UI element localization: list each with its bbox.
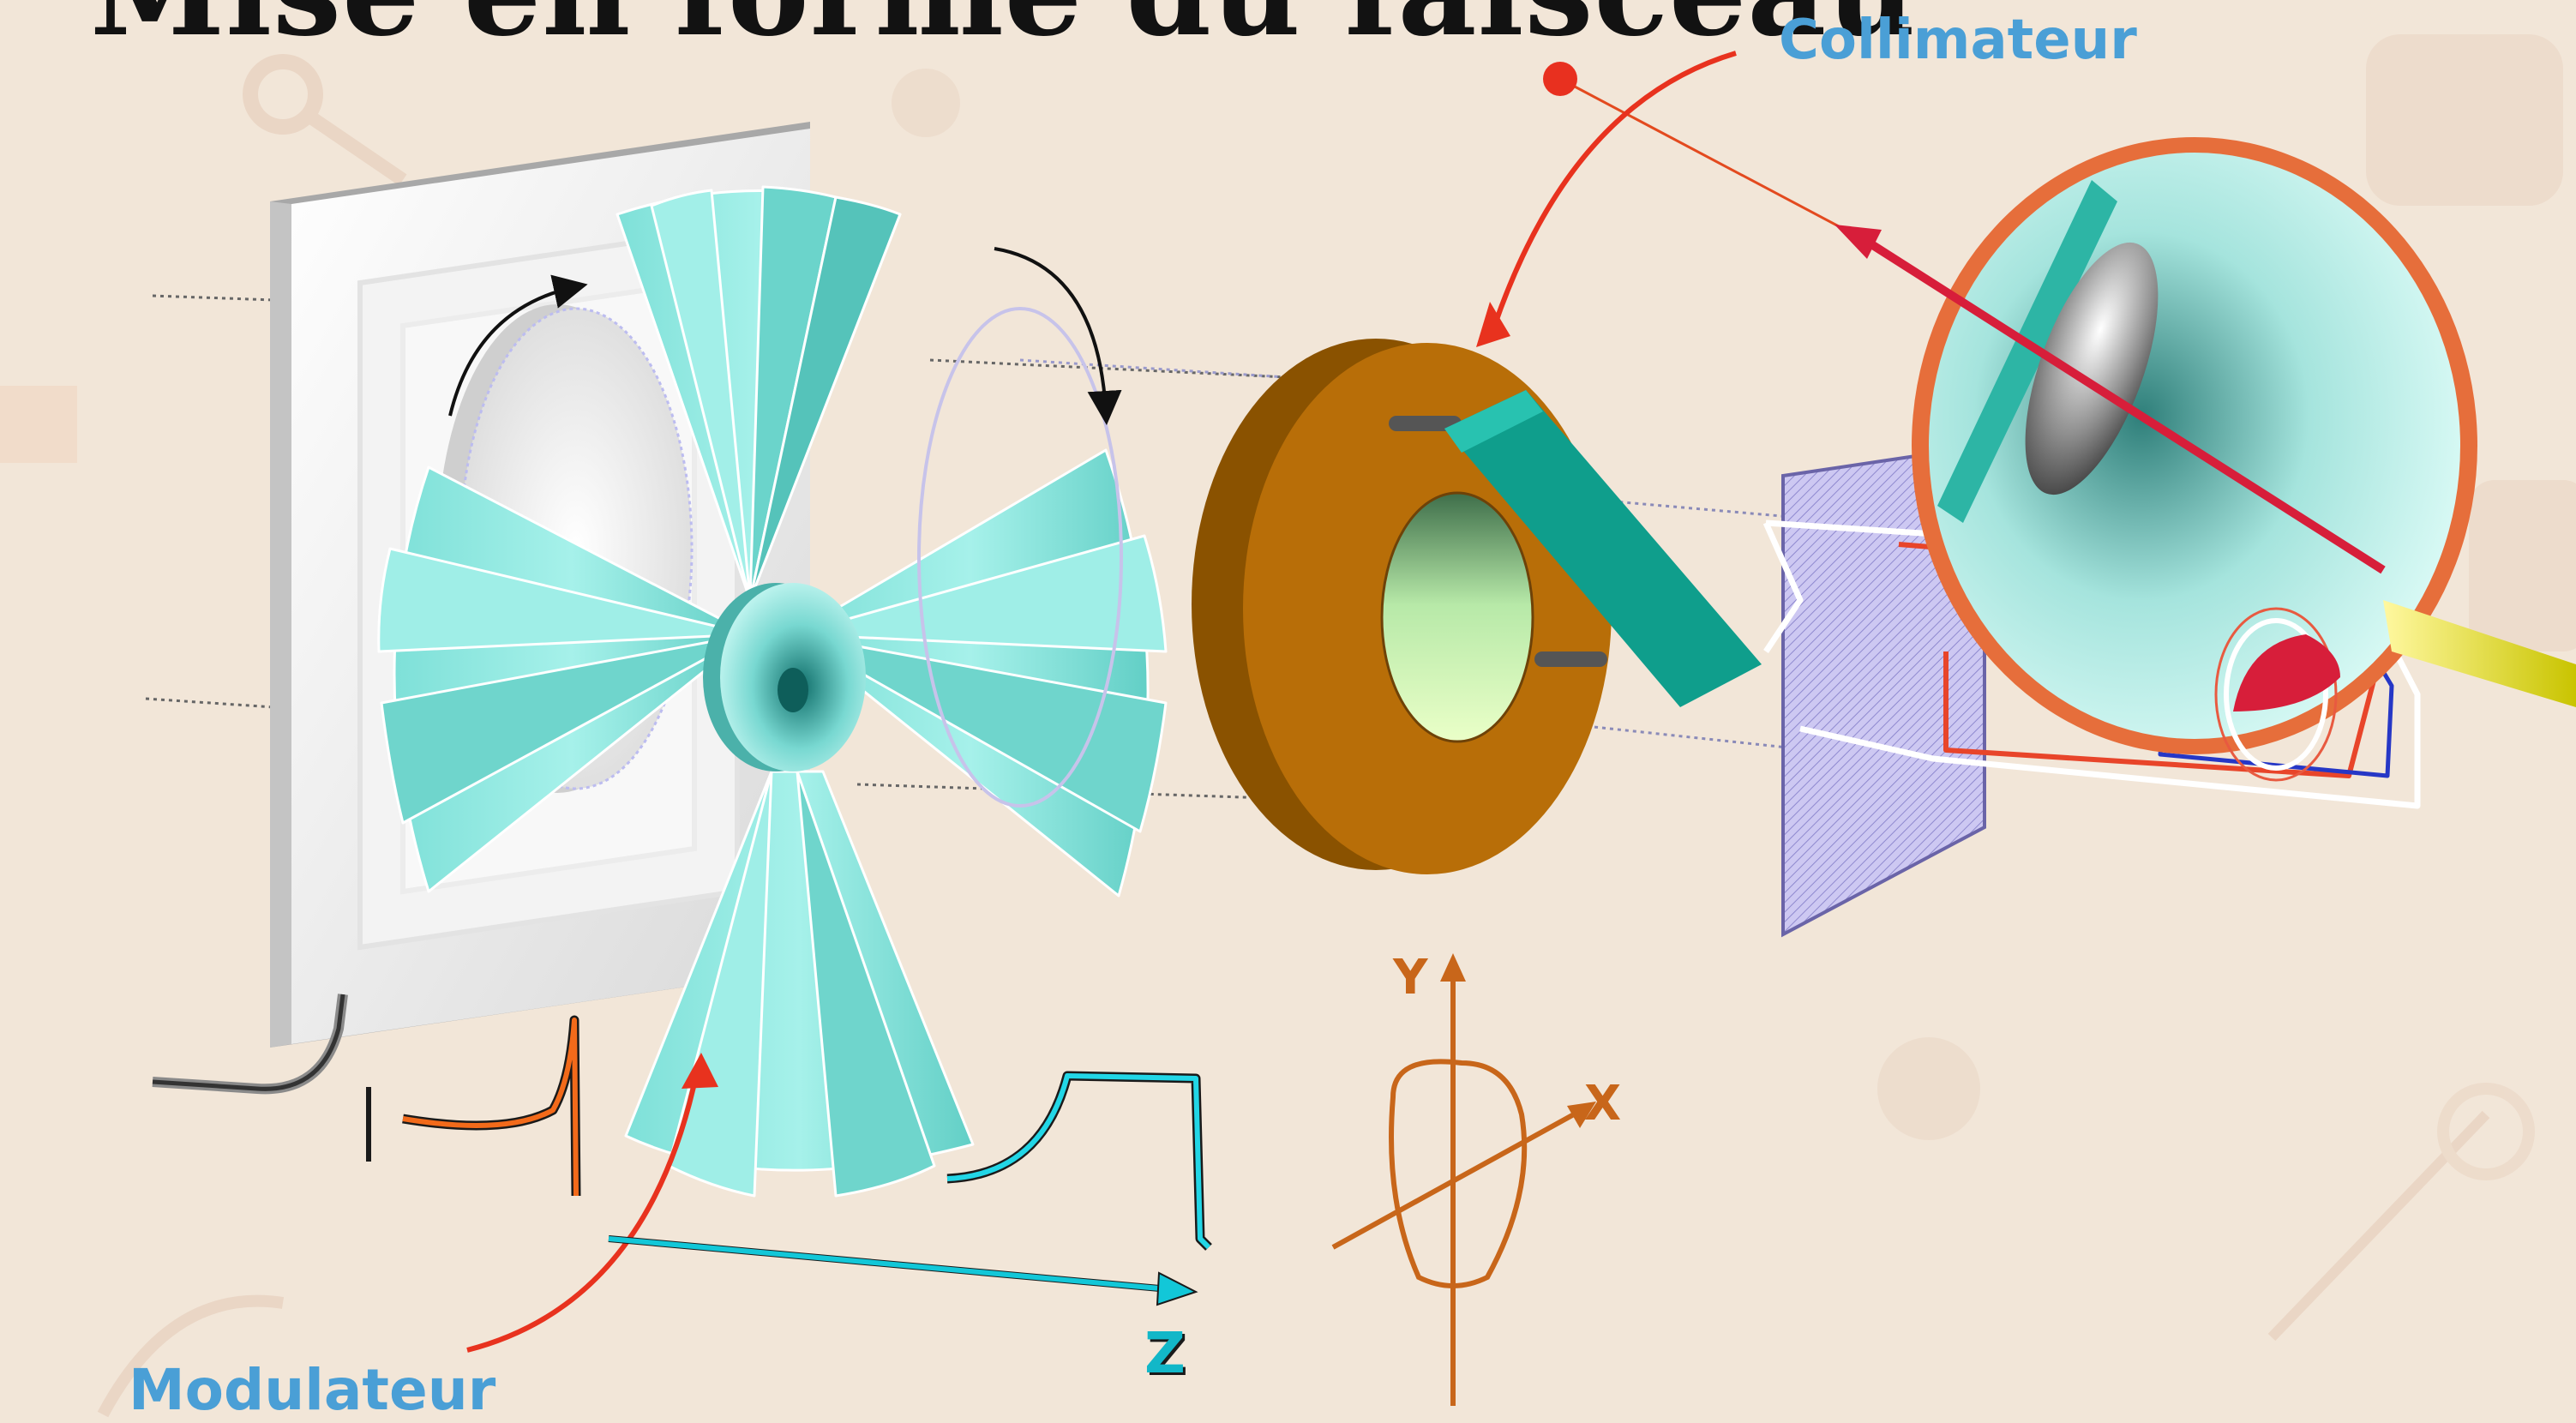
z-axis xyxy=(608,1235,1198,1306)
beam-guide-lines xyxy=(145,294,1861,806)
y-axis-label: Y xyxy=(1393,950,1428,1006)
z-axis-label: Z xyxy=(1144,1320,1186,1386)
collimator-pointer-head xyxy=(1476,302,1510,347)
range-modulator-wheel xyxy=(377,185,1168,1198)
background-decor xyxy=(0,34,2576,1418)
slide-title: Mise en forme du faisceau xyxy=(90,0,1917,63)
modulator-pointer-head xyxy=(682,1053,718,1089)
xy-axes xyxy=(1331,953,1596,1406)
collimator-disc xyxy=(1192,339,1762,874)
depth-dose-curves xyxy=(366,1015,1212,1251)
collimator-pointer-arrow xyxy=(1489,51,1737,335)
collimator-label: Collimateur xyxy=(1779,9,2137,72)
cable xyxy=(152,994,348,1095)
beam-envelope-ellipse xyxy=(917,247,1123,808)
modulator-pointer-arrow xyxy=(466,1062,701,1353)
x-axis-label: X xyxy=(1584,1076,1622,1132)
target-eye xyxy=(1912,137,2576,782)
beam-direction-arrow xyxy=(1543,62,2386,574)
modulator-label: Modulateur xyxy=(129,1357,496,1423)
